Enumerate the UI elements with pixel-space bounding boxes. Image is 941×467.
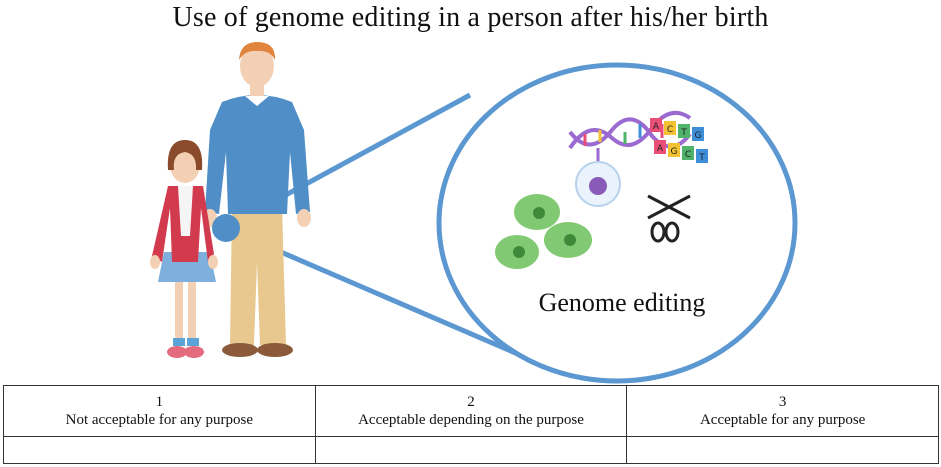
- dna-letter: G: [695, 131, 702, 141]
- dna-letter-tile: [682, 146, 694, 160]
- option-number: 2: [467, 394, 475, 410]
- dna-letter: A: [653, 122, 660, 132]
- option-cell-1: 1 Not acceptable for any purpose: [3, 385, 316, 437]
- dna-letter-tile: [668, 143, 680, 157]
- answer-cell-3[interactable]: [626, 436, 939, 464]
- answer-row: [3, 436, 939, 464]
- child-figure: [150, 140, 218, 358]
- green-cells-icon: [495, 194, 592, 269]
- dna-letter: C: [667, 125, 673, 135]
- dna-letter-tile: [650, 118, 662, 132]
- cell-icon: [575, 148, 621, 207]
- answer-cell-2[interactable]: [314, 436, 628, 464]
- magnifier-circle: [436, 62, 798, 384]
- dna-letter: G: [671, 147, 678, 157]
- option-cell-2: 2 Acceptable depending on the purpose: [314, 385, 628, 437]
- dna-letter: C: [685, 150, 691, 160]
- option-number: 3: [778, 394, 787, 410]
- magnifier-label: Genome editing: [539, 288, 706, 317]
- dna-letter: T: [680, 128, 687, 138]
- options-header-row: 1 Not acceptable for any purpose 2 Accep…: [3, 385, 939, 437]
- option-label: Acceptable for any purpose: [699, 412, 866, 428]
- dna-letter-tile: [692, 127, 704, 141]
- dna-letter: A: [657, 144, 664, 154]
- option-cell-3: 3 Acceptable for any purpose: [626, 385, 939, 437]
- dna-letter-tile: [678, 124, 690, 138]
- options-table: 1 Not acceptable for any purpose 2 Accep…: [3, 385, 939, 464]
- option-label: Not acceptable for any purpose: [65, 412, 254, 428]
- scissors-icon: [647, 194, 691, 243]
- page-title: Use of genome editing in a person after …: [172, 2, 769, 33]
- answer-cell-1[interactable]: [3, 436, 316, 464]
- dna-letter: T: [698, 153, 705, 163]
- dna-letter-tile: [696, 149, 708, 163]
- adult-figure: [203, 42, 311, 357]
- option-label: Acceptable depending on the purpose: [358, 412, 584, 428]
- dna-letter-tile: [654, 140, 666, 154]
- focus-dot: [212, 214, 240, 242]
- dna-letter-tile: [664, 121, 676, 135]
- option-number: 1: [155, 394, 164, 410]
